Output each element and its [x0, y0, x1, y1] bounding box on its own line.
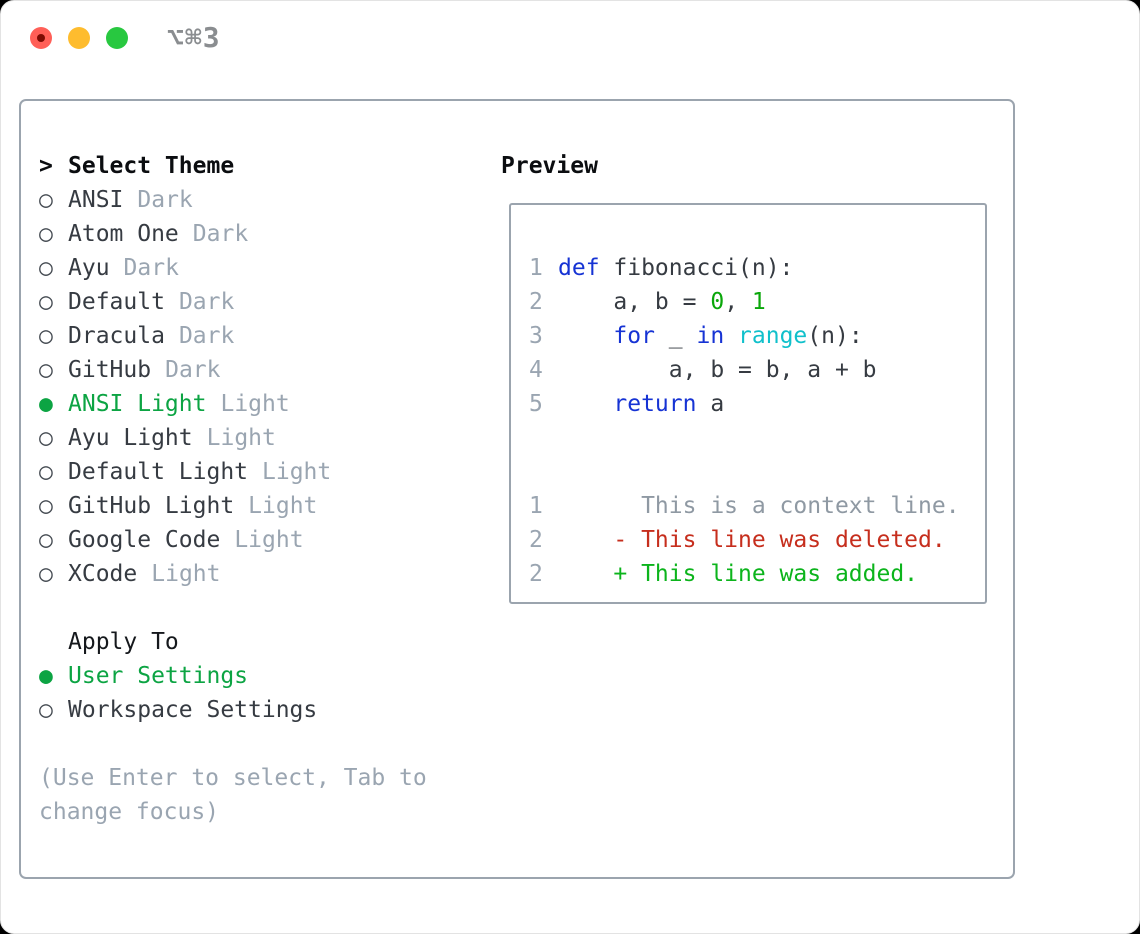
close-dot-icon	[37, 34, 45, 42]
help-hint-line: change focus)	[39, 799, 220, 825]
radio-circle-icon: ○	[39, 187, 53, 213]
line-number: 1	[529, 493, 543, 519]
radio-circle-icon: ○	[39, 493, 53, 519]
select-theme-label: Select Theme	[68, 153, 235, 179]
radio-circle-icon: ○	[39, 357, 53, 383]
diff-added-line: 2 + This line was added.	[529, 557, 960, 591]
apply-to-option-selected[interactable]: ●User Settings	[39, 659, 427, 693]
apply-to-option[interactable]: ○Workspace Settings	[39, 693, 427, 727]
radio-circle-icon: ○	[39, 221, 53, 247]
preview-pane-border	[509, 203, 987, 604]
radio-selected-icon: ●	[39, 663, 53, 689]
line-number: 2	[529, 289, 543, 315]
spacer	[529, 455, 960, 489]
close-button[interactable]	[30, 27, 52, 49]
radio-circle-icon: ○	[39, 255, 53, 281]
theme-variant-tag: Dark	[178, 289, 235, 315]
theme-variant-tag: Light	[262, 459, 332, 485]
window-title: ⌥⌘3	[167, 21, 221, 54]
theme-variant-tag: Dark	[178, 323, 235, 349]
line-number: 1	[529, 255, 543, 281]
theme-variant-tag: Light	[151, 561, 221, 587]
code-line: 3 for _ in range(n):	[529, 319, 960, 353]
help-hint-line: (Use Enter to select, Tab to	[39, 765, 427, 791]
theme-variant-tag: Dark	[123, 255, 179, 281]
line-number: 5	[529, 391, 543, 417]
line-number: 2	[529, 561, 543, 587]
code-line: 5 return a	[529, 387, 960, 421]
diff-context-line: 1 This is a context line.	[529, 489, 960, 523]
line-number: 4	[529, 357, 543, 383]
apply-to-header: Apply To	[68, 629, 179, 655]
radio-circle-icon: ○	[39, 697, 53, 723]
theme-variant-tag: Dark	[165, 357, 221, 383]
theme-variant-tag: Light	[206, 425, 276, 451]
theme-variant-tag: Light	[248, 493, 318, 519]
radio-circle-icon: ○	[39, 323, 53, 349]
spacer	[39, 591, 427, 625]
code-line: 4 a, b = b, a + b	[529, 353, 960, 387]
minimize-button[interactable]	[68, 27, 90, 49]
preview-header: Preview	[501, 153, 598, 179]
theme-variant-tag: Dark	[192, 221, 249, 247]
code-line: 2 a, b = 0, 1	[529, 285, 960, 319]
tui-frame	[19, 99, 1015, 879]
spacer	[529, 421, 960, 455]
theme-variant-tag: Light	[220, 391, 290, 417]
radio-circle-icon: ○	[39, 561, 53, 587]
line-number: 2	[529, 527, 543, 553]
radio-circle-icon: ○	[39, 459, 53, 485]
zoom-button[interactable]	[106, 27, 128, 49]
diff-deleted-line: 2 - This line was deleted.	[529, 523, 960, 557]
radio-circle-icon: ○	[39, 527, 53, 553]
theme-variant-tag: Light	[234, 527, 304, 553]
radio-circle-icon: ○	[39, 289, 53, 315]
line-number: 3	[529, 323, 543, 349]
cursor-arrow-icon: >	[39, 153, 53, 179]
spacer	[39, 727, 427, 761]
radio-selected-icon: ●	[39, 391, 53, 417]
traffic-light-buttons	[30, 27, 128, 49]
select-theme-header: > Select Theme	[39, 149, 427, 183]
theme-variant-tag: Dark	[137, 187, 193, 213]
radio-circle-icon: ○	[39, 425, 53, 451]
